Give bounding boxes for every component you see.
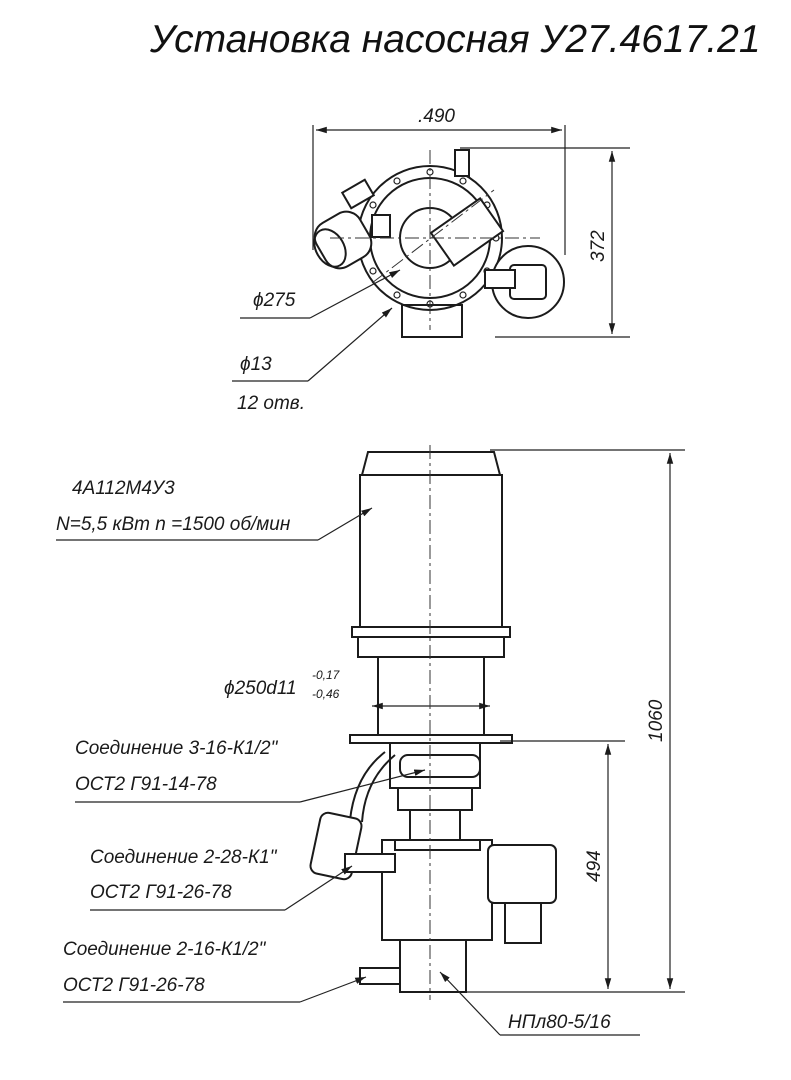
connection-1-standard: ОСТ2 Г91-14-78 (75, 774, 217, 795)
motor-model-label: 4А112М4У3 (72, 478, 175, 499)
pump-model-label: НПл80-5/16 (508, 1012, 611, 1033)
connection-2-standard: ОСТ2 Г91-26-78 (90, 882, 232, 903)
connection-1-name: Соединение 3-16-К1/2" (75, 738, 279, 759)
plan-view: .490 372 (232, 106, 630, 414)
connection-3-name: Соединение 2-16-К1/2" (63, 939, 267, 960)
width-dimension: .490 (418, 106, 455, 127)
hole-diameter-label: ϕ13 (240, 354, 272, 375)
shaft-diameter-label: ϕ250d11 (224, 678, 297, 699)
tolerance-lower: -0,46 (312, 687, 340, 701)
diameter-label: ϕ275 (253, 290, 296, 311)
connection-2-name: Соединение 2-28-К1" (90, 847, 278, 868)
total-height-dimension: 1060 (646, 699, 667, 742)
connection-3-standard: ОСТ2 Г91-26-78 (63, 975, 205, 996)
elevation-view: 1060 494 ϕ250d11 -0,17 -0,46 (56, 445, 685, 1036)
tolerance-upper: -0,17 (312, 668, 341, 682)
depth-dimension: 372 (588, 230, 609, 262)
motor-specs-label: N=5,5 кВт n =1500 об/мин (56, 514, 291, 535)
hole-count-label: 12 отв. (237, 393, 305, 414)
pump-height-dimension: 494 (584, 850, 605, 882)
drawing-title: Установка насосная У27.4617.21 (149, 18, 761, 61)
